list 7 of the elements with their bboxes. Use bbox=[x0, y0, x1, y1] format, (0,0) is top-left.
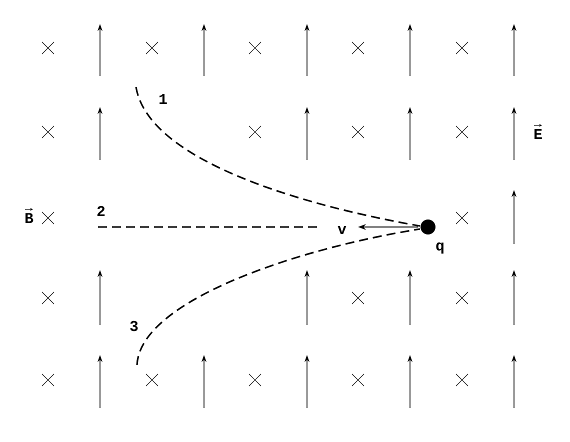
charge-label: q bbox=[436, 242, 444, 254]
velocity-label: v bbox=[338, 226, 346, 234]
field-label: B bbox=[24, 208, 34, 223]
trajectory-number: 1 bbox=[160, 94, 167, 104]
field-label: E bbox=[534, 124, 542, 139]
trajectory-number: 3 bbox=[130, 320, 138, 332]
trajectory-number: 2 bbox=[97, 206, 105, 216]
